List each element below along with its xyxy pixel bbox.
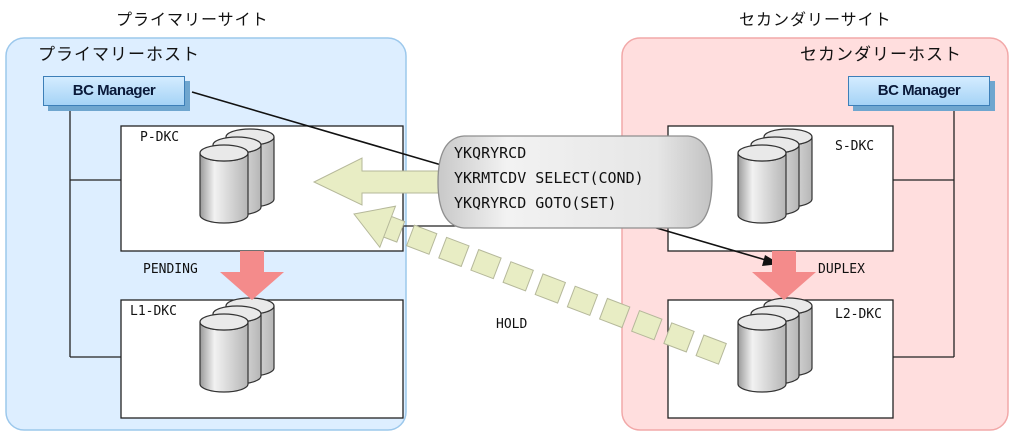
p-dkc-volumes (199, 128, 275, 224)
secondary-host-connections (893, 108, 955, 358)
l2-dkc-label: L2-DKC (835, 307, 882, 322)
pending-copy-arrow (220, 251, 284, 300)
l1-dkc-volumes (199, 297, 275, 393)
secondary-host-title: セカンダリーホスト (800, 45, 962, 65)
primary-host-title: プライマリーホスト (38, 45, 200, 65)
p-dkc-label: P-DKC (140, 130, 180, 145)
duplex-state-label: DUPLEX (818, 262, 865, 277)
command-line-1: YKQRYRCD (454, 144, 527, 162)
command-line-3: YKQRYRCD GOTO(SET) (454, 194, 617, 212)
hold-state-label: HOLD (496, 317, 528, 332)
s-dkc-label: S-DKC (835, 139, 875, 154)
s-dkc-volumes (737, 128, 813, 224)
l2-dkc-volumes (737, 297, 813, 393)
primary-bc-manager: BC Manager (43, 76, 185, 106)
primary-site-title: プライマリーサイト (116, 10, 269, 29)
secondary-bc-manager: BC Manager (848, 76, 990, 106)
duplex-copy-arrow (752, 251, 816, 300)
secondary-site-title: セカンダリーサイト (739, 10, 892, 29)
command-line-2: YKRMTCDV SELECT(COND) (454, 169, 644, 187)
command-box (437, 135, 713, 229)
pending-state-label: PENDING (143, 262, 198, 277)
primary-host-connections (69, 108, 121, 358)
hold-transfer-arrow (353, 205, 727, 365)
l1-dkc-label: L1-DKC (130, 304, 177, 319)
